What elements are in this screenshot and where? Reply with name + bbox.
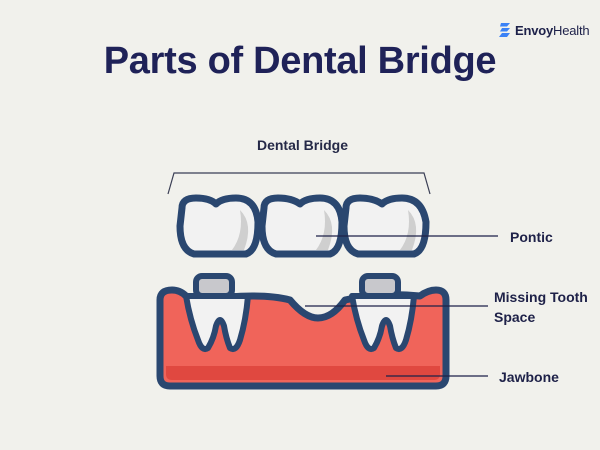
bridge-crown-pontic <box>258 194 346 258</box>
bracket-label-dental-bridge: Dental Bridge <box>256 137 348 153</box>
brand-name: EnvoyHealth <box>515 22 590 38</box>
page-title: Parts of Dental Bridge <box>103 40 497 82</box>
label-jawbone: Jawbone <box>499 369 559 385</box>
left-abutment-tooth <box>183 273 251 352</box>
right-abutment-tooth <box>349 273 417 352</box>
bridge-teeth <box>176 194 430 258</box>
brand-logo: EnvoyHealth <box>498 21 590 39</box>
bridge-crown-left <box>176 194 262 258</box>
label-pontic: Pontic <box>510 229 553 245</box>
envoy-s-logo-icon <box>499 23 510 37</box>
bridge-crown-right <box>340 194 430 258</box>
label-missing-tooth-space: Missing Tooth Space <box>494 289 588 325</box>
bracket-line <box>167 172 431 195</box>
